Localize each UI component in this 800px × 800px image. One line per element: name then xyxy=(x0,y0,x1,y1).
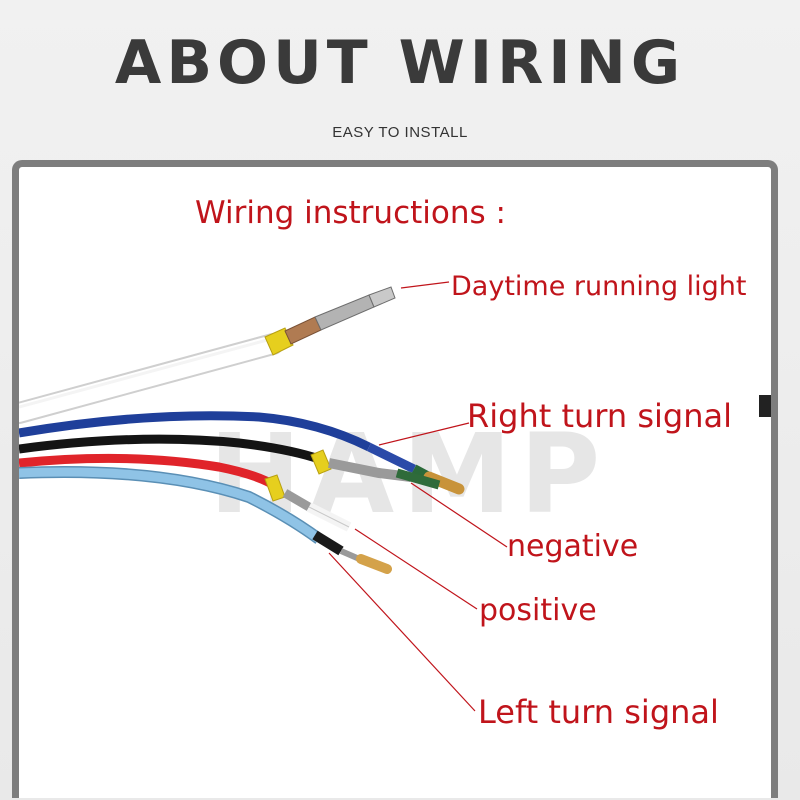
label-right-turn-signal: Right turn signal xyxy=(467,397,732,435)
label-daytime-running-light: Daytime running light xyxy=(451,271,747,302)
light-blue-wire xyxy=(19,466,392,574)
page-title: ABOUT WIRING xyxy=(114,28,686,98)
drl-connector xyxy=(264,286,396,356)
label-negative: negative xyxy=(507,529,639,564)
wiring-diagram-panel: HAMP xyxy=(12,160,778,798)
page-subtitle: EASY TO INSTALL xyxy=(332,124,468,141)
white-wire xyxy=(19,333,284,424)
diagram-heading: Wiring instructions : xyxy=(195,195,506,231)
leader-lines xyxy=(328,281,508,712)
label-positive: positive xyxy=(479,593,597,628)
wiring-diagram-graphic: HAMP xyxy=(19,281,771,712)
label-left-turn-signal: Left turn signal xyxy=(478,693,719,731)
black-wire xyxy=(19,434,441,490)
red-wire xyxy=(19,453,352,532)
